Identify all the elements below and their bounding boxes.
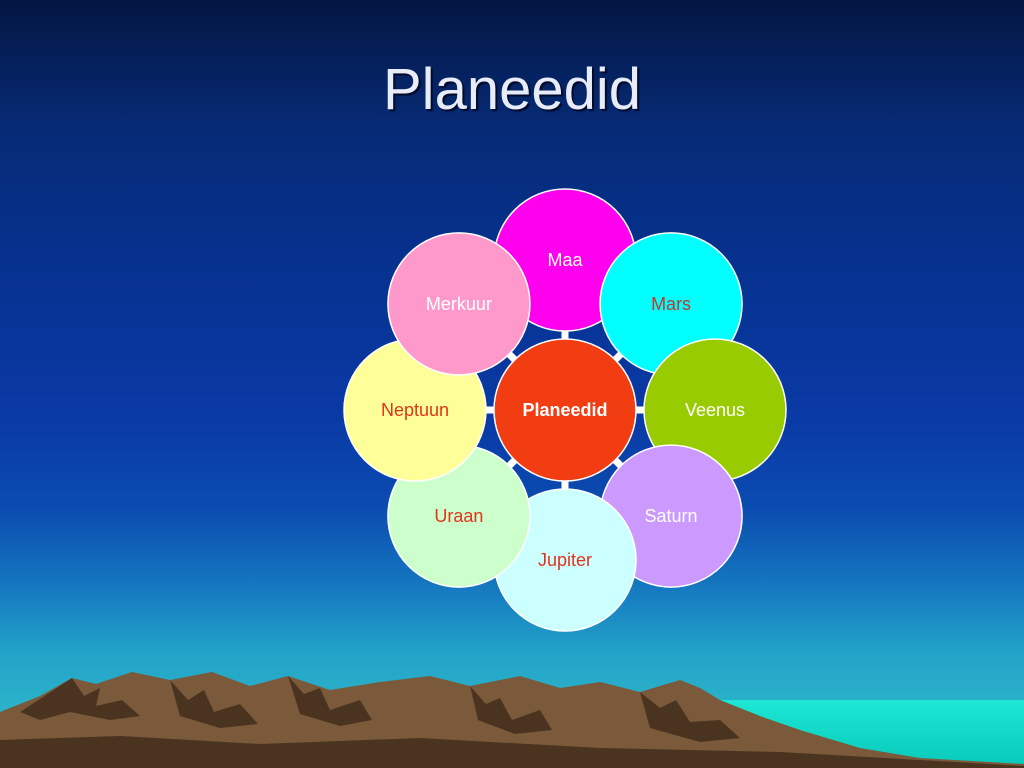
- node-label-uraan: Uraan: [434, 506, 483, 526]
- node-merkuur: Merkuur: [387, 232, 531, 376]
- node-circle-merkuur: [387, 232, 531, 376]
- center-node-circle: [493, 338, 637, 482]
- center-node-label: Planeedid: [522, 400, 607, 420]
- node-label-veenus: Veenus: [685, 400, 745, 420]
- center-node: Planeedid: [493, 338, 637, 482]
- node-label-jupiter: Jupiter: [538, 550, 592, 570]
- node-label-merkuur: Merkuur: [426, 294, 492, 314]
- node-label-saturn: Saturn: [645, 506, 698, 526]
- node-label-maa: Maa: [547, 250, 583, 270]
- node-label-mars: Mars: [651, 294, 691, 314]
- node-label-neptuun: Neptuun: [381, 400, 449, 420]
- slide-title: Planeedid: [383, 57, 641, 122]
